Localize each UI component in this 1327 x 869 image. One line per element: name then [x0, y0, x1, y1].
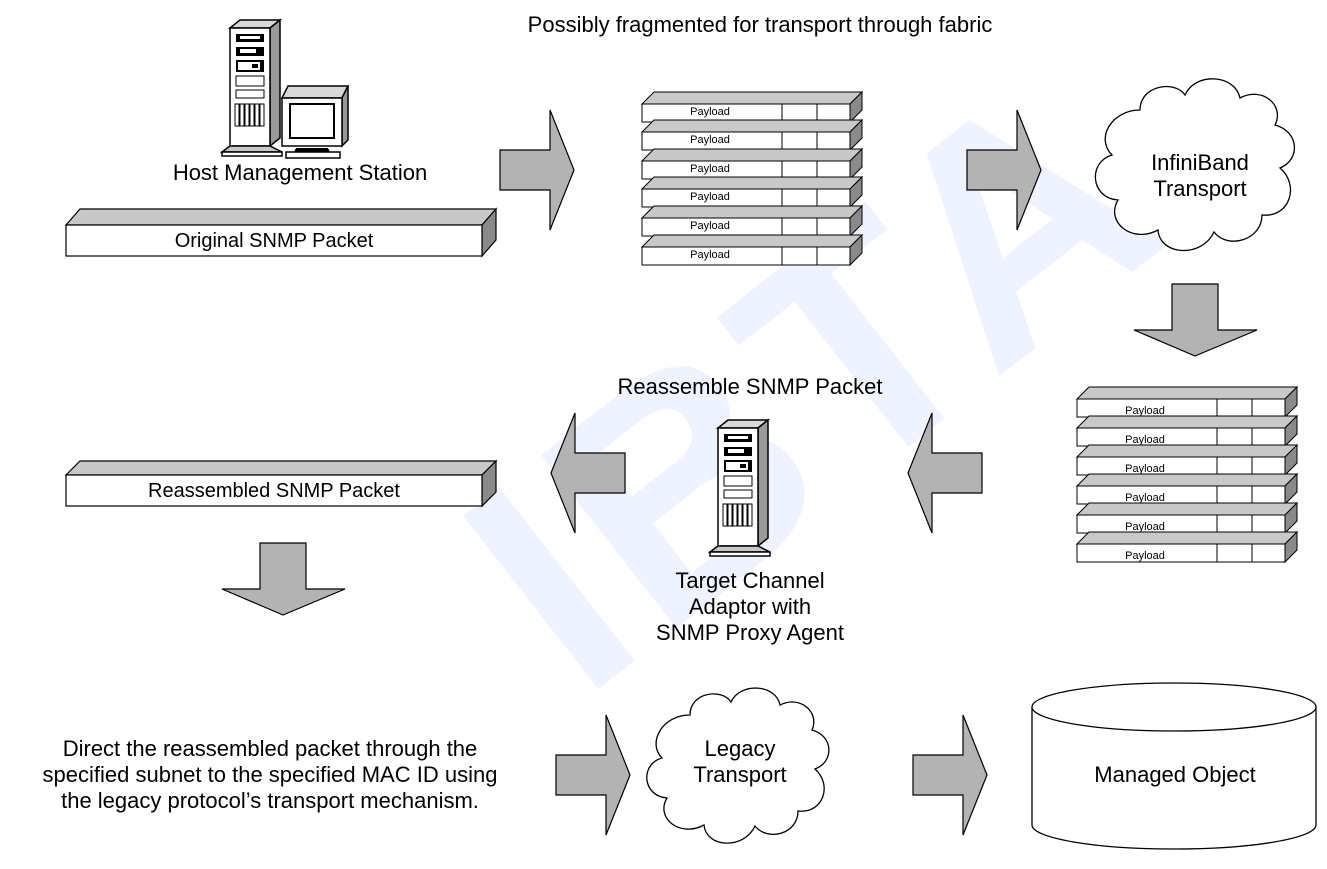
payload-slab	[1076, 444, 1298, 476]
payload-label: Payload	[1125, 405, 1165, 417]
managed-object-cylinder-icon	[1031, 682, 1317, 850]
arrow-down-icon	[1133, 283, 1258, 357]
monitor-icon	[280, 85, 350, 159]
fragment-caption: Possibly fragmented for transport throug…	[527, 12, 993, 37]
cloud-label-line: Legacy	[704, 736, 776, 761]
payload-slab	[641, 176, 863, 208]
payload-slab	[641, 148, 863, 180]
server-tower-icon	[221, 19, 283, 157]
arrow-left-icon	[907, 412, 983, 534]
target-label-line: Adaptor with	[688, 594, 812, 619]
payload-label: Payload	[690, 220, 730, 232]
reassemble-caption: Reassemble SNMP Packet	[617, 374, 883, 399]
payload-slab	[641, 205, 863, 237]
payload-slab	[1076, 502, 1298, 534]
direct-text-line: the legacy protocol’s transport mechanis…	[61, 788, 479, 813]
payload-slab	[641, 234, 863, 266]
payload-slab	[1076, 531, 1298, 563]
legacy-cloud-icon	[646, 687, 830, 844]
payload-label: Payload	[1125, 463, 1165, 475]
infiniband-cloud-label: InfiniBand Transport	[1115, 150, 1285, 202]
payload-label: Payload	[1125, 434, 1165, 446]
payload-label: Payload	[1125, 550, 1165, 562]
payload-slab	[641, 119, 863, 151]
arrow-right-icon	[555, 714, 631, 836]
payload-label: Payload	[1125, 492, 1165, 504]
payload-label: Payload	[690, 191, 730, 203]
payload-slab	[641, 91, 863, 123]
arrow-right-icon	[966, 109, 1042, 231]
payload-label: Payload	[1125, 521, 1165, 533]
payload-label: Payload	[690, 134, 730, 146]
direct-text: Direct the reassembled packet through th…	[0, 736, 540, 814]
arrow-right-icon	[499, 109, 575, 231]
server-tower-icon	[709, 419, 771, 557]
payload-slab	[1076, 473, 1298, 505]
original-packet-label: Original SNMP Packet	[174, 230, 374, 252]
infiniband-cloud-icon	[1094, 78, 1296, 252]
original-snmp-packet	[64, 207, 498, 258]
cloud-label-line: Transport	[693, 762, 787, 787]
direct-text-line: specified subnet to the specified MAC ID…	[42, 762, 498, 787]
target-label-line: SNMP Proxy Agent	[656, 620, 844, 645]
payload-label: Payload	[690, 249, 730, 261]
arrow-left-icon	[550, 412, 626, 534]
host-label: Host Management Station	[172, 160, 428, 185]
managed-object-label: Managed Object	[1094, 762, 1256, 787]
target-label: Target Channel Adaptor with SNMP Proxy A…	[610, 568, 890, 646]
payload-slab	[1076, 415, 1298, 447]
fragment-stack-right: Payload Payload Payload Payload Payload …	[1076, 386, 1298, 563]
arrow-right-icon	[912, 714, 988, 836]
reassembled-packet-label: Reassembled SNMP Packet	[148, 480, 400, 502]
host-management-station	[221, 19, 350, 159]
target-label-line: Target Channel	[675, 568, 825, 593]
arrow-down-icon	[221, 542, 346, 616]
payload-slab	[1076, 386, 1298, 418]
cloud-label-line: Transport	[1153, 176, 1247, 201]
cloud-label-line: InfiniBand	[1151, 150, 1249, 175]
payload-label: Payload	[690, 106, 730, 118]
legacy-cloud-label: Legacy Transport	[665, 736, 815, 788]
payload-label: Payload	[690, 163, 730, 175]
fragment-stack-top: Payload Payload Payload Payload Payload …	[641, 91, 863, 266]
direct-text-line: Direct the reassembled packet through th…	[62, 736, 478, 761]
reassembled-snmp-packet	[64, 459, 498, 508]
